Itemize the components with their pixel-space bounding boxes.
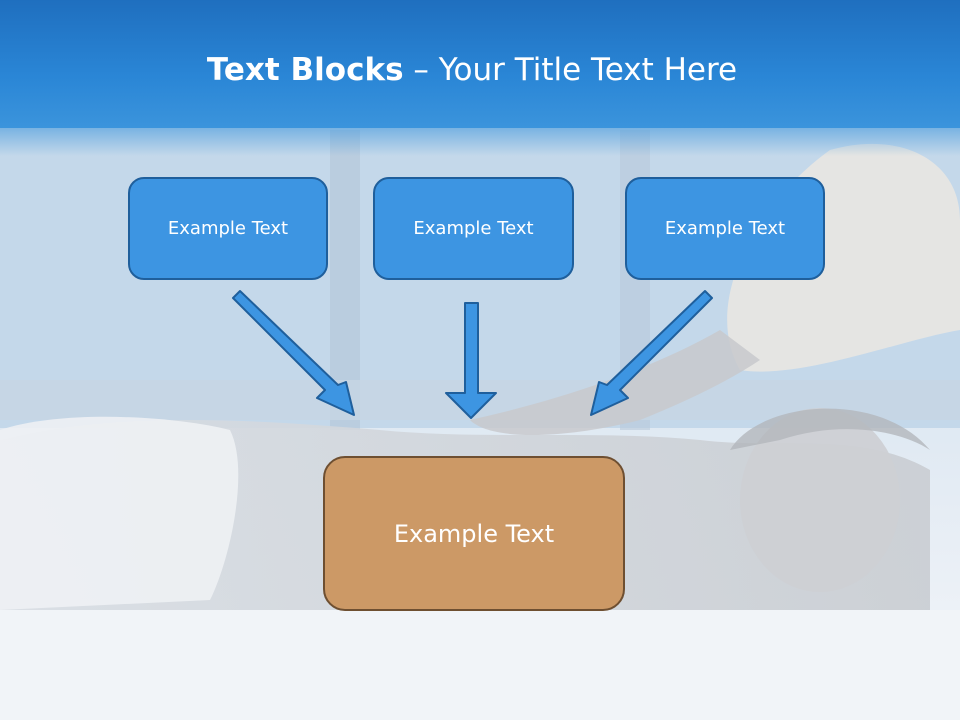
- slide-title: Text Blocks – Your Title Text Here: [0, 52, 944, 88]
- box-main-label: Example Text: [393, 519, 555, 548]
- example-text-box-3[interactable]: Example Text: [625, 177, 825, 280]
- arrow-center: [445, 302, 497, 419]
- title-bold: Text Blocks: [206, 52, 404, 88]
- title-rest: – Your Title Text Here: [403, 52, 738, 88]
- arrow-right: [590, 290, 713, 416]
- example-text-box-main[interactable]: Example Text: [323, 456, 625, 611]
- title-band: [0, 0, 960, 156]
- box-2-label: Example Text: [413, 218, 534, 239]
- box-3-label: Example Text: [664, 218, 786, 239]
- box-1-label: Example Text: [167, 218, 289, 239]
- example-text-box-2[interactable]: Example Text: [373, 177, 574, 280]
- arrow-left: [232, 290, 355, 416]
- example-text-box-1[interactable]: Example Text: [128, 177, 328, 280]
